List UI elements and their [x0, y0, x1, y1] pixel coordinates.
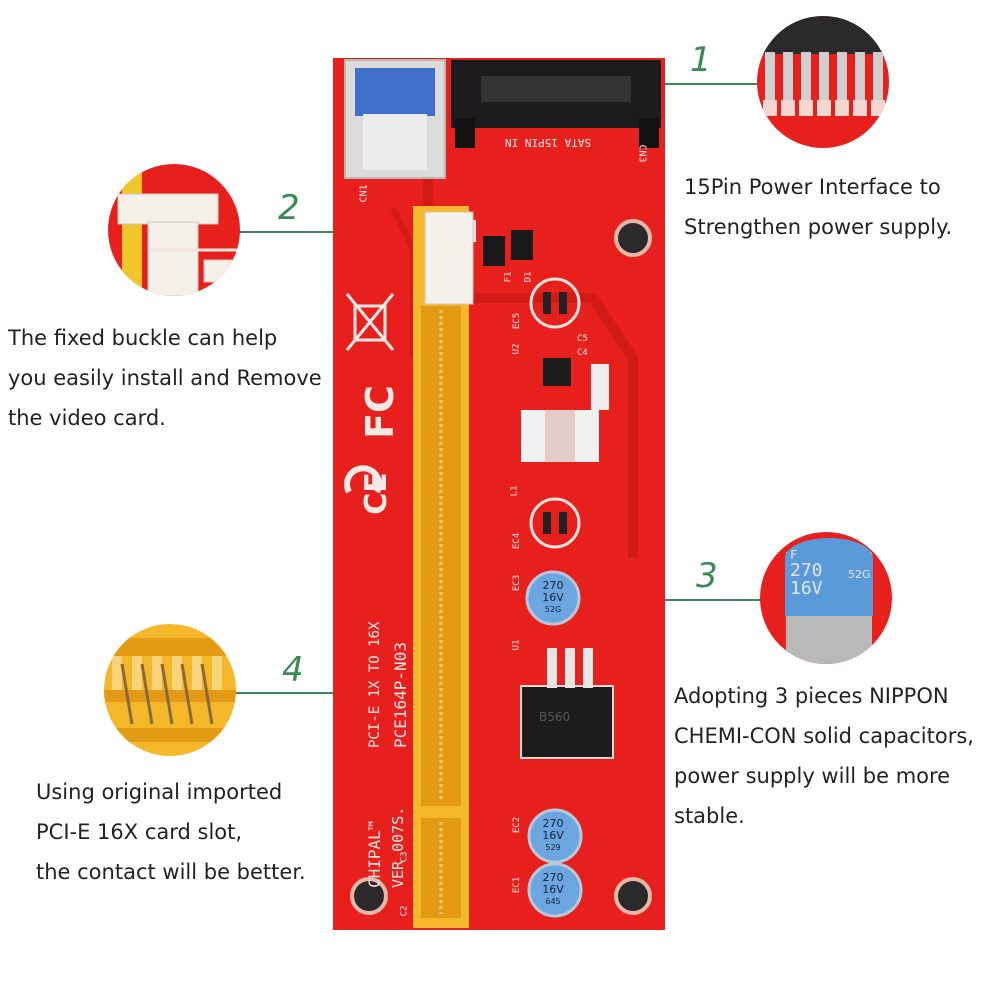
callout-number-4: 4 [282, 650, 304, 690]
capacitor-illustration [785, 538, 873, 664]
label-ec5: EC5 [512, 312, 523, 330]
zoom-capacitor: F 270 16V 52G [760, 532, 892, 664]
label-ec3: EC3 [512, 574, 523, 592]
cap-ec1-code: 645 [545, 897, 561, 906]
zoom-cap-value: 270 [790, 560, 823, 581]
ce-mark-text: CE [358, 472, 394, 515]
label-d1: D1 [523, 271, 534, 283]
model-line-2: PCE164P-N03 [391, 642, 410, 748]
voltage-regulator [520, 685, 614, 759]
pcie-16x-slot [413, 206, 469, 928]
caption-3-line-4: stable. [674, 804, 745, 828]
zoom-cap-code: 52G [848, 568, 871, 581]
caption-3-line-3: power supply will be more [674, 764, 951, 788]
label-ec2: EC2 [512, 816, 523, 834]
sata-label: SATA 15PIN IN [505, 136, 592, 149]
caption-4-line-2: PCI-E 16X card slot, [36, 820, 243, 844]
zoom-buckle [108, 164, 240, 296]
board-illustration [344, 59, 661, 928]
caption-3-line-2: CHEMI-CON solid capacitors, [674, 724, 974, 748]
fixed-buckle [424, 211, 474, 305]
slot-pins-illustration [104, 638, 236, 742]
label-ec1: EC1 [512, 876, 523, 894]
label-u1: U1 [511, 639, 522, 651]
caption-3: Adopting 3 pieces NIPPON CHEMI-CON solid… [674, 676, 974, 836]
capacitor-ec2 [527, 808, 583, 864]
cap-ec1-voltage: 16V [542, 883, 564, 896]
version-label: VER 007S. [389, 806, 407, 888]
label-c3: C3 [399, 851, 410, 863]
riser-board: SATA 15PIN IN CN3 CN1 FC CE PCI-E 1X TO … [333, 58, 665, 930]
capacitor-ec1 [527, 862, 583, 918]
ce-mark [344, 465, 382, 494]
callout-number-2: 2 [278, 188, 300, 228]
regulator-text: B560 [539, 710, 571, 724]
caption-4-line-1: Using original imported [36, 780, 283, 804]
cap-ec2-value: 270 [542, 817, 564, 830]
caption-2-line-1: The fixed buckle can help [8, 326, 278, 350]
callout-number-3: 3 [696, 556, 718, 596]
caption-3-line-1: Adopting 3 pieces NIPPON [674, 684, 949, 708]
label-f1: F1 [503, 271, 514, 283]
caption-2-line-3: the video card. [8, 406, 166, 430]
sata-pins-illustration [757, 16, 889, 116]
label-ec4: EC4 [512, 532, 523, 550]
cap-ec3-code: 52G [544, 605, 562, 614]
zoom-cap-voltage: 16V [790, 578, 823, 599]
cap-ec2-voltage: 16V [542, 829, 564, 842]
caption-1-line-2: Strengthen power supply. [684, 215, 953, 239]
zoom-cap-marking: F 270 16V [790, 548, 870, 598]
fc-mark: FC [357, 385, 402, 439]
brand-label: CHIPAL™ [365, 820, 384, 888]
capacitor-ec3 [525, 570, 581, 626]
label-u2: U2 [511, 343, 522, 355]
zoom-cap-f: F [790, 548, 798, 562]
model-line-1: PCI-E 1X TO 16X [367, 621, 383, 748]
label-l1: L1 [509, 485, 520, 497]
label-c2: C2 [399, 905, 410, 917]
caption-4-line-3: the contact will be better. [36, 860, 306, 884]
cn1-label: CN1 [358, 184, 370, 203]
buckle-illustration [117, 164, 240, 296]
cap-ec3-voltage: 16V [542, 591, 564, 604]
cap-ec1-marking: 270 16V 645 [537, 872, 569, 908]
cn3-label: CN3 [636, 144, 648, 163]
caption-1-line-1: 15Pin Power Interface to [684, 175, 941, 199]
cap-ec3-marking: 270 16V 52G [537, 580, 569, 616]
zoom-slot-pins [104, 624, 236, 756]
callout-number-1: 1 [690, 40, 712, 80]
caption-2-line-2: you easily install and Remove [8, 366, 322, 390]
cap-ec1-value: 270 [542, 871, 564, 884]
cap-ec3-value: 270 [542, 579, 564, 592]
caption-4: Using original imported PCI-E 16X card s… [36, 772, 306, 892]
weee-mark [345, 293, 395, 351]
zoom-sata-pins [757, 16, 889, 148]
cap-ec2-marking: 270 16V 529 [537, 818, 569, 854]
label-c5: C5 [577, 334, 588, 344]
cap-ec2-code: 529 [545, 843, 561, 852]
caption-2: The fixed buckle can help you easily ins… [8, 318, 322, 438]
label-c4: C4 [577, 348, 588, 358]
caption-1: 15Pin Power Interface to Strengthen powe… [684, 167, 952, 247]
